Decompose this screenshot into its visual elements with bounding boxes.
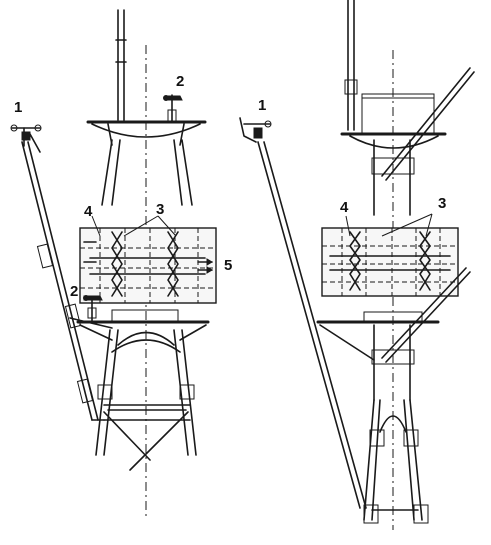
anemometer-left [10,124,42,153]
left-lower-platform [76,309,210,341]
wind-vane-top [163,94,183,123]
label-2-lower: 2 [70,283,78,300]
label-1-right: 1 [258,97,266,114]
label-3-left: 3 [156,201,164,218]
callout-labels: 1 2 4 3 5 2 1 4 3 [14,73,446,300]
label-4-left: 4 [84,203,93,220]
right-upper-box [340,93,447,149]
left-antenna-panel [79,215,217,304]
right-lower-tower [363,324,429,524]
left-lower-tower [95,329,197,471]
anemometer-right [239,117,272,143]
right-antenna-panel [321,213,459,297]
left-upper-platform [86,120,207,146]
label-4-right: 4 [340,199,349,216]
right-mast [239,0,475,530]
wind-vane-lower [83,295,103,323]
right-anemometer-arm [257,141,375,509]
label-5: 5 [224,257,232,274]
left-mast [10,9,217,520]
label-2-top: 2 [176,73,184,90]
left-anemometer-arm [21,141,113,421]
label-1-left: 1 [14,99,22,116]
label-3-right: 3 [438,195,446,212]
right-lower-platform [316,267,471,363]
